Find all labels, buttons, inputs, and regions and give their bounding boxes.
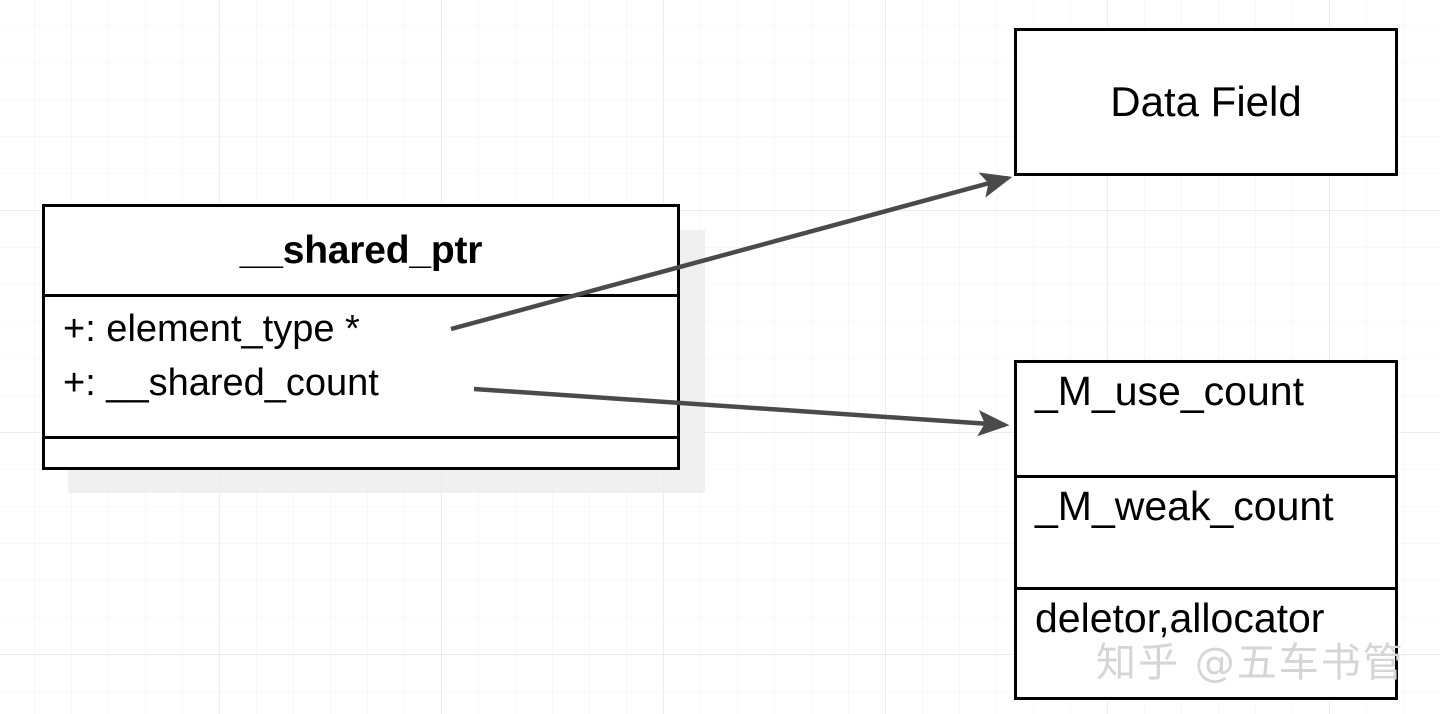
class-title-data-field: Data Field (1110, 78, 1302, 125)
class-title-compartment: __shared_ptr (45, 207, 677, 294)
control-row-weak-count[interactable]: _M_weak_count (1017, 475, 1395, 587)
control-label-deletor-allocator: deletor,allocator (1035, 595, 1325, 641)
class-attributes-compartment: +: element_type * +: __shared_count (45, 294, 677, 436)
control-row-deletor-allocator[interactable]: deletor,allocator (1017, 587, 1395, 699)
control-label-use-count: _M_use_count (1035, 368, 1304, 414)
attribute-shared-count[interactable]: +: __shared_count (63, 361, 379, 404)
attribute-element-type[interactable]: +: element_type * (63, 308, 360, 350)
class-box-data-field[interactable]: Data Field (1014, 28, 1398, 176)
control-label-weak-count: _M_weak_count (1035, 483, 1334, 529)
class-box-control-block[interactable]: _M_use_count _M_weak_count deletor,alloc… (1014, 360, 1398, 700)
class-operations-compartment (45, 436, 677, 467)
class-box-shared-ptr[interactable]: __shared_ptr +: element_type * +: __shar… (42, 204, 680, 470)
class-title-shared-ptr: __shared_ptr (239, 228, 483, 272)
control-row-use-count[interactable]: _M_use_count (1017, 363, 1395, 475)
